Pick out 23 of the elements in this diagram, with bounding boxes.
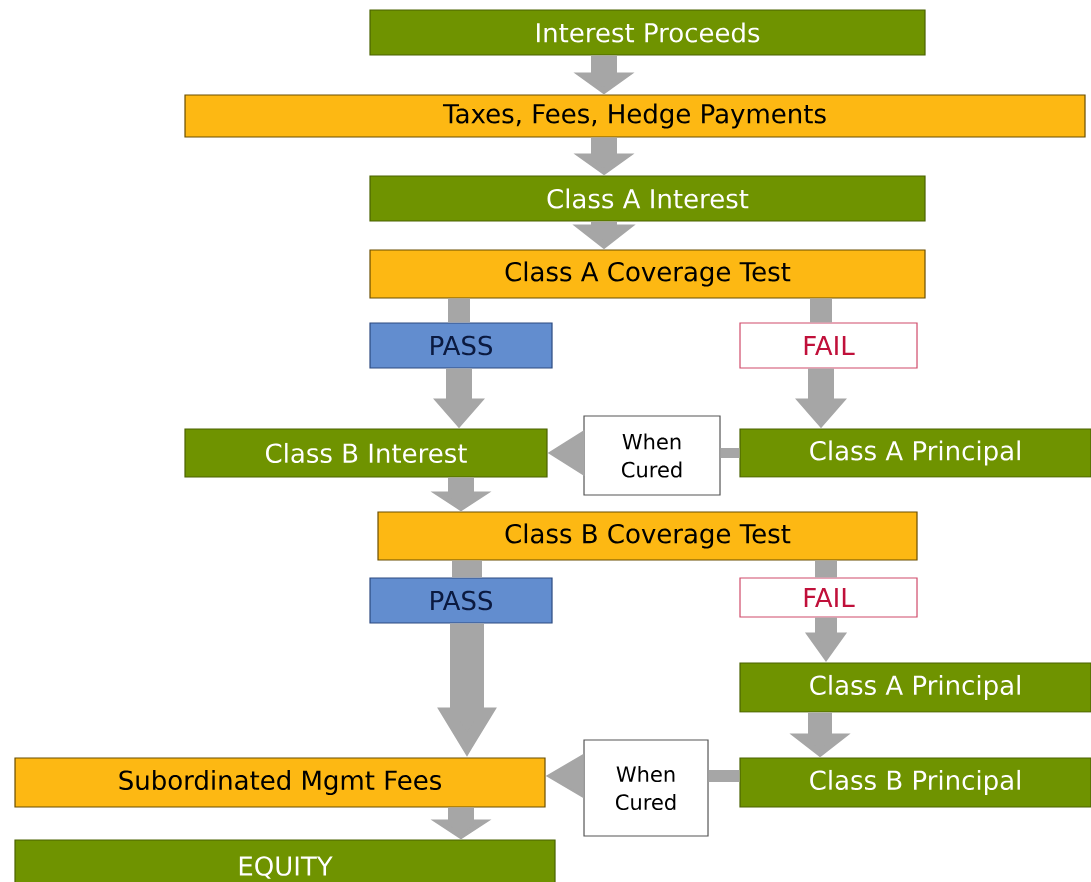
process-box: Interest Proceeds	[369, 9, 926, 56]
process-box: Subordinated Mgmt Fees	[14, 757, 546, 808]
process-box: Class B Interest	[184, 428, 548, 478]
connector-bar	[810, 298, 832, 323]
fail-box: FAIL	[739, 577, 918, 618]
process-box: Class A Principal	[739, 428, 1091, 478]
fail-box: FAIL	[739, 322, 918, 369]
connector-bar	[720, 448, 740, 458]
test-box: Class B Coverage Test	[377, 511, 918, 561]
pass-box: PASS	[369, 322, 553, 369]
connector-bar	[448, 298, 470, 323]
condition-box: When Cured	[583, 415, 721, 496]
process-box: Taxes, Fees, Hedge Payments	[184, 94, 1086, 138]
process-box: EQUITY	[14, 839, 556, 882]
pass-box: PASS	[369, 577, 553, 624]
connector-bar	[815, 560, 837, 578]
condition-box: When Cured	[583, 739, 709, 837]
test-box: Class A Coverage Test	[369, 249, 926, 299]
process-box: Class B Principal	[739, 757, 1091, 808]
process-box: Class A Interest	[369, 175, 926, 222]
connector-bar	[708, 770, 740, 782]
connector-bar	[452, 560, 482, 578]
process-box: Class A Principal	[739, 662, 1091, 713]
